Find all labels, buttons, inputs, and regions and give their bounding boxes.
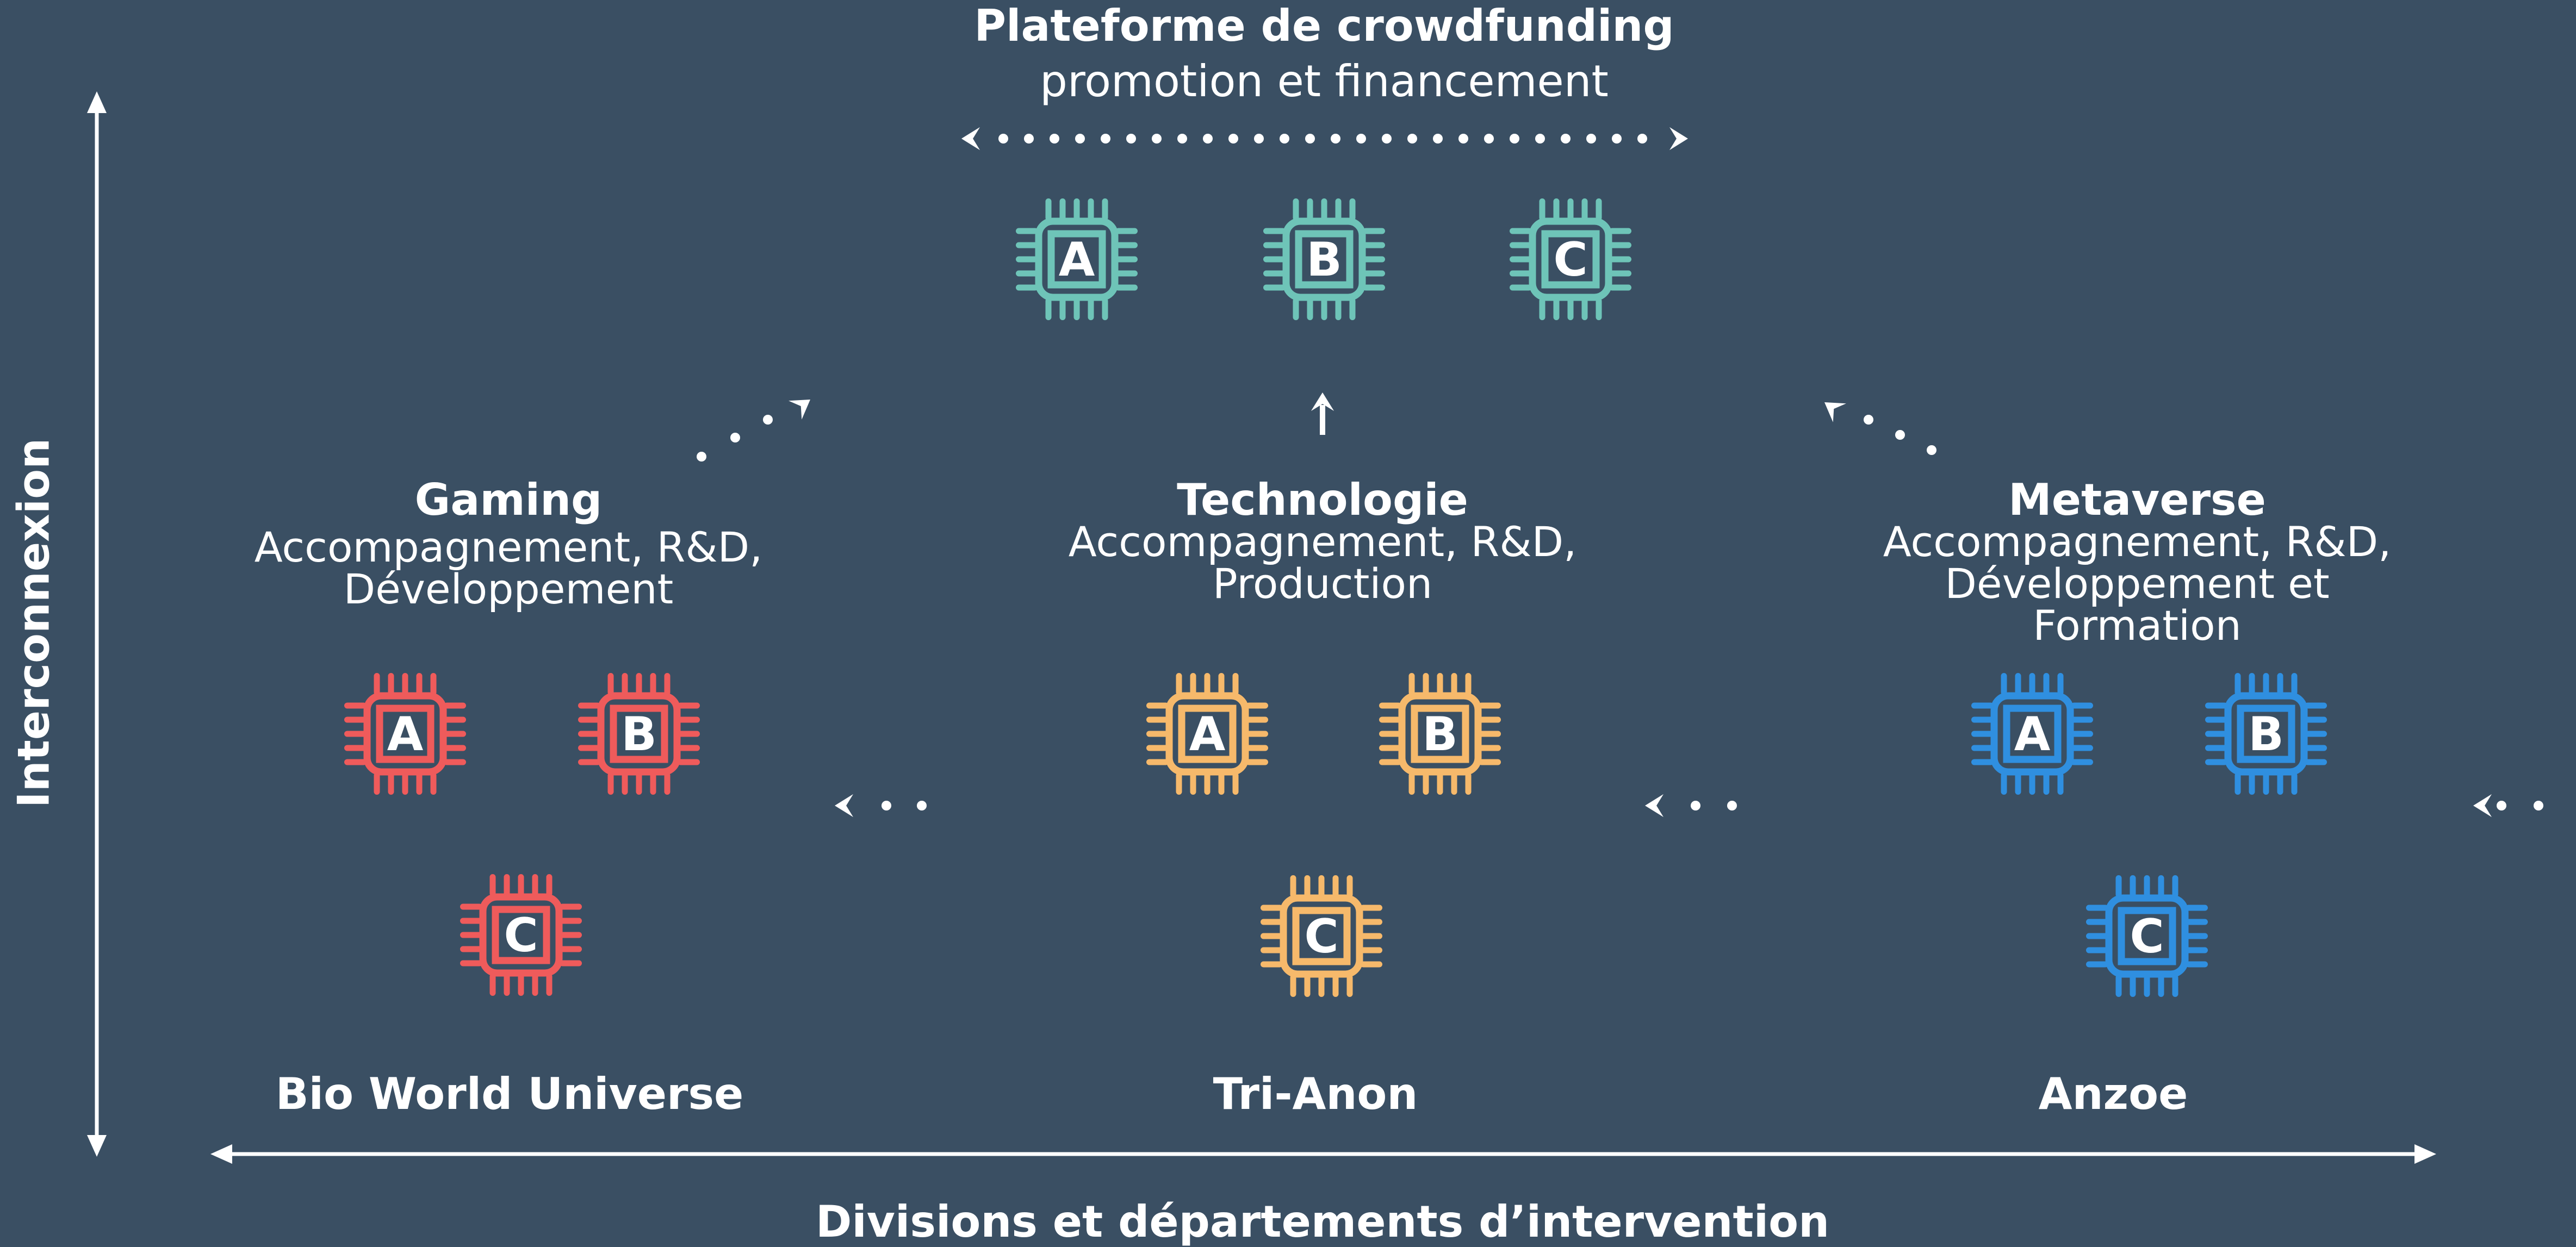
division-subtitle-technologie: Accompagnement, R&D, Production xyxy=(1069,521,1577,604)
external-to-metaverse-dots xyxy=(2497,801,2543,810)
division-subtitle-line: Production xyxy=(1212,559,1433,608)
chip-letter: C xyxy=(1304,909,1338,964)
arrow-diagonal-up-left-icon xyxy=(1824,402,1846,422)
arrow-up-head-icon xyxy=(1311,392,1334,411)
chip-icon-gaming-a: A xyxy=(344,673,466,795)
division-subtitle-line: Formation xyxy=(2033,601,2242,650)
arrow-left-icon xyxy=(1645,794,1663,818)
platform-dotted-connector xyxy=(998,134,1647,144)
division-subtitle-line: Accompagnement, R&D, xyxy=(1883,517,2392,566)
metaverse-to-platform-dots xyxy=(1864,415,1936,455)
chip-icon-technologie-c: C xyxy=(1261,875,1382,997)
division-subtitle-metaverse: Accompagnement, R&D, Développement et Fo… xyxy=(1883,521,2392,646)
chip-icon-platform-b: B xyxy=(1263,198,1385,320)
chip-letter: C xyxy=(1553,233,1587,287)
platform-title: Plateforme de crowdfunding xyxy=(974,1,1674,51)
arrow-right-icon xyxy=(1669,127,1688,151)
division-subtitle-line: Accompagnement, R&D, xyxy=(1068,517,1577,566)
arrow-left-icon xyxy=(961,127,980,151)
chip-icon-metaverse-a: A xyxy=(1971,673,2093,795)
horizontal-axis-label: Divisions et départements d’intervention xyxy=(815,1196,1830,1247)
arrow-left-icon xyxy=(835,794,853,818)
chip-icon-platform-a: A xyxy=(1016,198,1138,320)
chip-letter: C xyxy=(2130,909,2164,964)
chip-letter: B xyxy=(621,707,657,762)
chip-icon-technologie-b: B xyxy=(1379,673,1501,795)
technologie-to-gaming-dots xyxy=(882,801,927,810)
metaverse-to-technologie-dots xyxy=(1691,801,1737,810)
vertical-axis-arrow xyxy=(87,91,107,1157)
chip-icon-platform-c: C xyxy=(1510,198,1631,320)
division-subtitle-line: Accompagnement, R&D, xyxy=(254,523,763,571)
chip-icon-metaverse-c: C xyxy=(2086,875,2208,997)
gaming-to-platform-dots xyxy=(697,415,773,462)
company-name-bio-world-universe: Bio World Universe xyxy=(275,1069,744,1119)
chip-letter: C xyxy=(504,908,538,963)
arrow-diagonal-up-right-icon xyxy=(789,400,810,420)
arrow-left-icon xyxy=(2473,794,2492,818)
chip-letter: A xyxy=(2014,707,2051,762)
company-name-tri-anon: Tri-Anon xyxy=(1213,1069,1418,1119)
division-subtitle-gaming: Accompagnement, R&D, Développement xyxy=(255,526,763,610)
chip-icon-technologie-a: A xyxy=(1146,673,1268,795)
chip-icon-gaming-c: C xyxy=(460,874,582,996)
horizontal-axis-arrow xyxy=(210,1144,2436,1164)
chip-letter: B xyxy=(2248,707,2284,762)
division-subtitle-line: Développement et xyxy=(1945,559,2330,608)
division-subtitle-line: Développement xyxy=(343,565,674,613)
division-title-metaverse: Metaverse xyxy=(2008,475,2266,525)
chip-letter: B xyxy=(1306,233,1342,287)
company-name-anzoe: Anzoe xyxy=(2038,1069,2188,1119)
chip-letter: A xyxy=(1189,707,1226,762)
platform-subtitle: promotion et financement xyxy=(1040,56,1609,107)
chip-icon-metaverse-b: B xyxy=(2205,673,2327,795)
vertical-axis-label: Interconnexion xyxy=(8,438,59,808)
chip-letter: B xyxy=(1422,707,1458,762)
chip-icon-gaming-b: B xyxy=(578,673,700,795)
chip-letter: A xyxy=(1059,233,1095,287)
division-title-technologie: Technologie xyxy=(1177,475,1468,525)
division-title-gaming: Gaming xyxy=(414,475,603,525)
chip-letter: A xyxy=(387,707,424,762)
